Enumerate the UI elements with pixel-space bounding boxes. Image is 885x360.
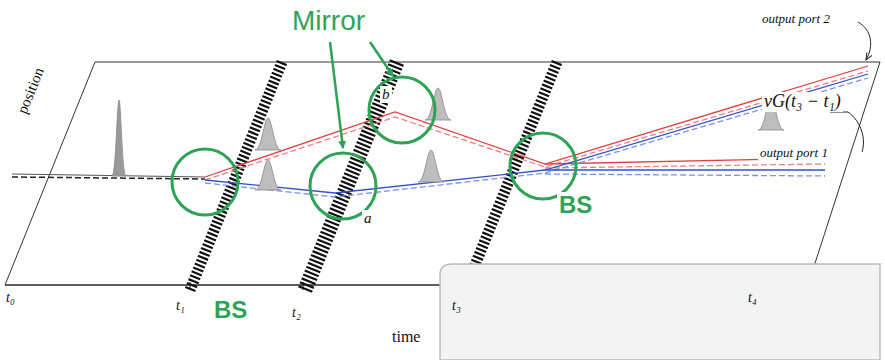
point-label: b [380, 86, 392, 103]
callout-arrows [330, 42, 393, 148]
axis-label: position [14, 65, 47, 116]
tick-label: t₄ [748, 290, 757, 305]
tick-label: t₃ [452, 298, 461, 313]
axis-label: time [392, 328, 420, 346]
port-label: output port 2 [762, 12, 830, 26]
formula-label: vG(t₃ − t₁) [762, 92, 843, 112]
input-beam [12, 174, 205, 177]
tick-label: t₁ [176, 298, 185, 313]
tick-label: t₂ [292, 305, 301, 320]
callout-title: Mirror [292, 6, 365, 37]
callout-label: BS [557, 192, 594, 218]
lower-path [205, 74, 868, 197]
port-label: output port 1 [758, 146, 830, 160]
callout-label: BS [214, 297, 247, 323]
note-box [440, 264, 880, 360]
tick-label: t₀ [6, 290, 15, 305]
highlight-circles [172, 77, 576, 219]
wave-packets [112, 88, 784, 190]
point-label: a [362, 210, 374, 227]
port-pointers [830, 22, 871, 152]
upper-path [205, 66, 868, 180]
spacetime-plane [5, 62, 880, 285]
grating-stripes [190, 62, 557, 290]
input-beam [12, 177, 205, 179]
